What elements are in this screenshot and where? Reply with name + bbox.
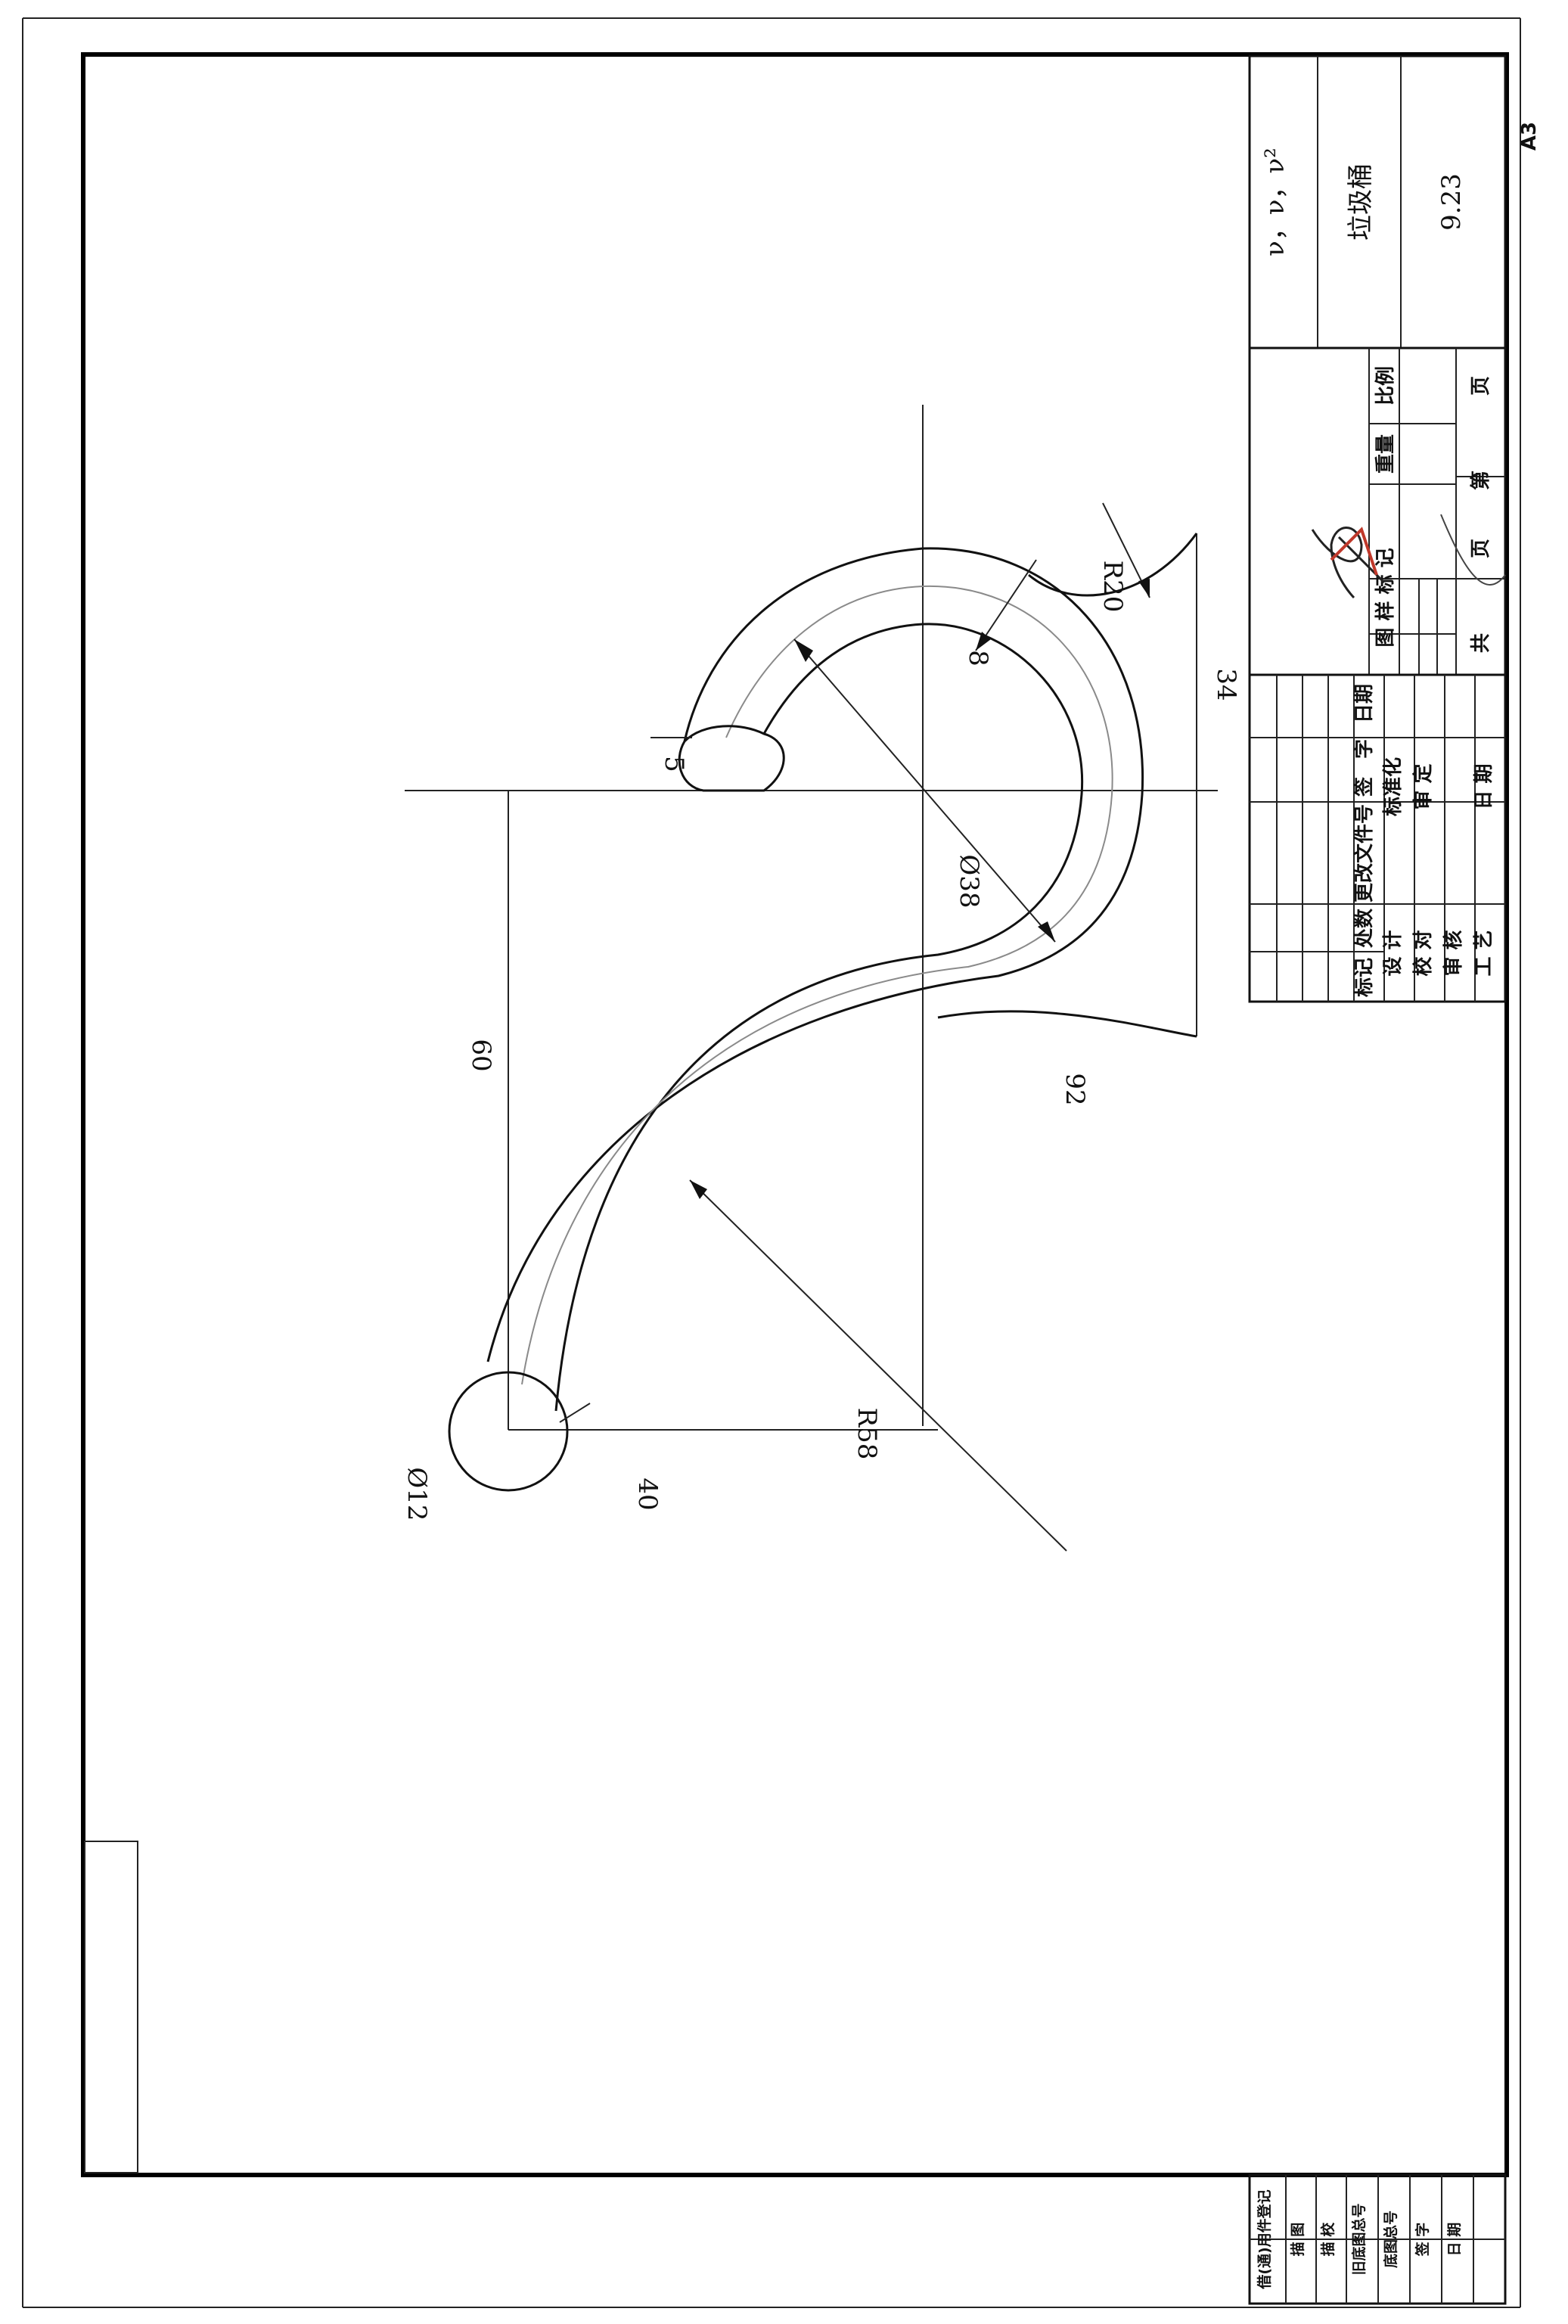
rev-header-sign: 签 [1352, 776, 1376, 797]
dimension-labels: R20 8 5 Ø38 34 60 92 R58 40 Ø12 [402, 561, 1241, 1521]
dim-92-label: 92 [1060, 1073, 1090, 1105]
dim-5-label: 5 [659, 756, 689, 772]
drawing-title: 垃圾桶 [1346, 163, 1376, 241]
dim-r20-label: R20 [1098, 561, 1128, 613]
page-word-label-2: 页 [1470, 376, 1492, 396]
sheet-format-label: A3 [1518, 122, 1541, 151]
signature-underline [1440, 514, 1506, 586]
dim-40-label: 40 [632, 1477, 663, 1510]
dim-phi12-line [559, 1403, 591, 1423]
hook-inner-profile [554, 623, 1084, 1412]
title-block: ν，ν，ν² 垃圾桶 9.23 比例 重量 图 样 标 记 共 页 第 页 [1248, 54, 1507, 1003]
sample-mark-label: 图 样 标 记 [1374, 548, 1397, 647]
dim-8-label: 8 [963, 650, 993, 666]
approval-standard-label: 标准化 [1382, 757, 1405, 816]
hook-tip-circle [678, 725, 785, 792]
hook-right-blend [1028, 533, 1198, 597]
approval-date-label: 日 期 [1473, 763, 1495, 809]
hook-drawing [405, 405, 1218, 1552]
hook-outer-profile [486, 547, 1144, 1362]
dim-34-label: 34 [1211, 668, 1241, 701]
drawing-number: ν，ν，ν² [1260, 148, 1290, 256]
scale-label: 比例 [1374, 366, 1397, 405]
weight-label: 重量 [1374, 434, 1397, 474]
hook-mid-line [521, 585, 1113, 1385]
approval-check-label: 校 对 [1411, 930, 1435, 976]
drawing-date: 9.23 [1436, 173, 1467, 231]
reg-signature-label: 签 字 [1414, 2223, 1431, 2257]
signature-mark-red [1330, 527, 1378, 576]
approval-design-label: 设 计 [1382, 930, 1405, 976]
reg-old-number-label: 旧底图总号 [1350, 2203, 1368, 2275]
dim-phi12-label: Ø12 [402, 1467, 432, 1521]
rev-header-char: 字 [1352, 739, 1376, 759]
dim-r58-label: R58 [852, 1408, 882, 1460]
binding-box [84, 1841, 138, 2173]
dim-phi38-label: Ø38 [954, 854, 984, 908]
hook-end-circle [448, 1371, 569, 1492]
reg-trace-check-label: 描 校 [1319, 2222, 1337, 2257]
rev-header-date: 日期 [1353, 684, 1376, 723]
page-word-label: 页 [1470, 539, 1492, 558]
total-pages-label: 共 [1470, 633, 1492, 653]
reg-borrow-label: 借(通)用件登记 [1256, 2189, 1273, 2289]
reg-base-number-label: 底图总号 [1382, 2211, 1399, 2268]
drawing-frame [81, 52, 1509, 2177]
approval-final-label: 审 定 [1411, 763, 1435, 809]
dim-phi38-line [793, 638, 1056, 943]
dim-r58-line [689, 1179, 1067, 1552]
hook-bottom-blend [937, 1010, 1197, 1038]
page-of-label: 第 [1469, 471, 1492, 490]
rev-header-count: 处数 [1353, 908, 1376, 949]
rev-header-mark: 标记 [1353, 958, 1376, 997]
rev-header-doc: 更改文件号 [1352, 804, 1376, 903]
dim-60-label: 60 [466, 1039, 496, 1071]
registration-block: 借(通)用件登记 描 图 描 校 旧底图总号 底图总号 签 字 日 期 [1248, 2173, 1507, 2305]
approval-review-label: 审 核 [1442, 930, 1465, 976]
approval-process-label: 工 艺 [1473, 930, 1495, 976]
reg-trace-label: 描 图 [1289, 2223, 1306, 2257]
reg-date-label: 日 期 [1446, 2223, 1463, 2257]
